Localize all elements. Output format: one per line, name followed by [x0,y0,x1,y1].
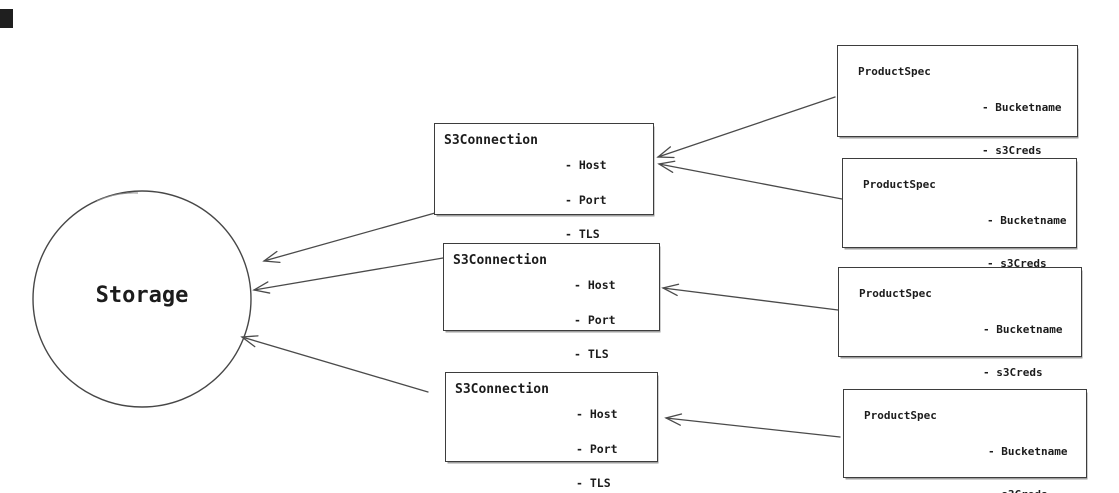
node-attribute: - s3Creds [988,488,1067,493]
node-attribute: - TLS [574,347,609,361]
arrow-s3connection1-to-storage [262,212,436,264]
productspec-node-4: ProductSpec - Bucketname - s3Creds [843,389,1087,493]
storage-circle [32,190,252,408]
circle-sketch-stroke [96,192,139,202]
node-title: ProductSpec [858,65,931,78]
node-attribute: - Host [576,407,618,421]
node-title: ProductSpec [863,178,936,191]
node-attribute: - Host [565,158,607,172]
arrow-s3connection3-to-storage [240,335,429,393]
node-attribute: - Bucketname [982,101,1062,115]
s3connection-node-1: S3Connection - Host - Port - TLS [434,123,654,240]
node-title: ProductSpec [864,409,937,422]
arrow-productspec3-to-s3connection2 [661,283,839,311]
corner-mark [0,9,13,28]
node-attribute: - Bucketname [983,323,1063,337]
productspec-node-3: ProductSpec - Bucketname - s3Creds [838,267,1082,379]
node-title: S3Connection [453,253,547,268]
node-attribute: - TLS [576,476,611,490]
node-attribute: - Port [565,192,607,207]
node-attribute: - s3Creds [987,257,1047,271]
productspec-node-1: ProductSpec - Bucketname - s3Creds [837,45,1078,157]
node-attribute: - Port [574,312,616,327]
s3connection-node-3: S3Connection - Host - Port - TLS [445,372,658,489]
node-title: ProductSpec [859,287,932,300]
node-attribute: - Port [576,441,618,456]
productspec-node-2: ProductSpec - Bucketname - s3Creds [842,158,1077,270]
arrow-productspec1-to-s3connection1 [656,96,836,159]
arrow-productspec4-to-s3connection3 [664,413,841,438]
node-attribute: - Bucketname [987,214,1067,228]
node-attribute: - Bucketname [988,445,1068,459]
node-attribute: - s3Creds [982,144,1042,158]
node-attribute: - TLS [565,227,600,241]
storage-node-label: Storage [95,283,189,308]
node-attribute: - Host [574,278,616,292]
node-title: S3Connection [455,382,549,397]
node-title: S3Connection [444,133,538,148]
node-attribute: - s3Creds [983,366,1043,380]
arrow-productspec2-to-s3connection1 [657,160,843,200]
arrow-s3connection2-to-storage [252,257,444,294]
s3connection-node-2: S3Connection - Host - Port - TLS [443,243,660,360]
